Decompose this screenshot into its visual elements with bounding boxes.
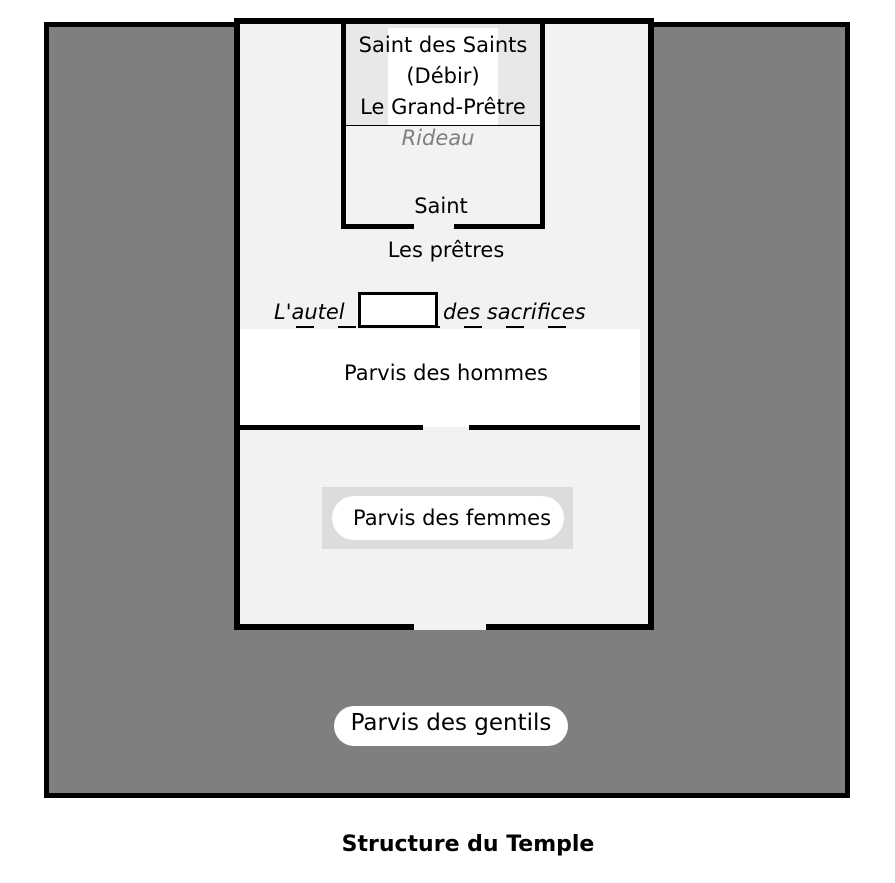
court-of-gentiles-label: Parvis des gentils: [350, 710, 552, 736]
altar-dash: [548, 326, 566, 328]
court-of-men-label: Parvis des hommes: [344, 361, 548, 385]
altar-dash: [296, 326, 314, 328]
high-priest-label: Le Grand-Prêtre: [360, 95, 526, 119]
temple-gate: [414, 622, 486, 630]
curtain-line: [346, 125, 540, 126]
priests-label: Les prêtres: [387, 238, 505, 262]
altar-box: [358, 292, 438, 328]
court-of-men: [240, 329, 640, 427]
curtain-label: Rideau: [401, 126, 475, 150]
diagram-caption: Structure du Temple: [341, 832, 595, 857]
altar-dash: [380, 326, 398, 328]
altar-dash: [422, 326, 440, 328]
altar-dash: [464, 326, 482, 328]
altar-dash: [506, 326, 524, 328]
debir-label: (Débir): [406, 64, 480, 88]
court-of-women-label: Parvis des femmes: [352, 506, 552, 530]
inner-wall-right: [469, 425, 640, 430]
holy-of-holies-label-bg: [388, 28, 498, 126]
inner-wall-left: [240, 425, 423, 430]
holy-place-label: Saint: [414, 194, 468, 218]
altar-label-left: L'autel: [274, 300, 345, 324]
holy-of-holies-label: Saint des Saints: [358, 33, 528, 57]
court-of-gentiles-label-bg: [334, 706, 568, 746]
sanctuary-door: [414, 222, 454, 230]
altar-dash: [338, 326, 356, 328]
altar-label-right: des sacrifices: [443, 300, 586, 324]
court-of-women-label-bg: [332, 496, 564, 540]
